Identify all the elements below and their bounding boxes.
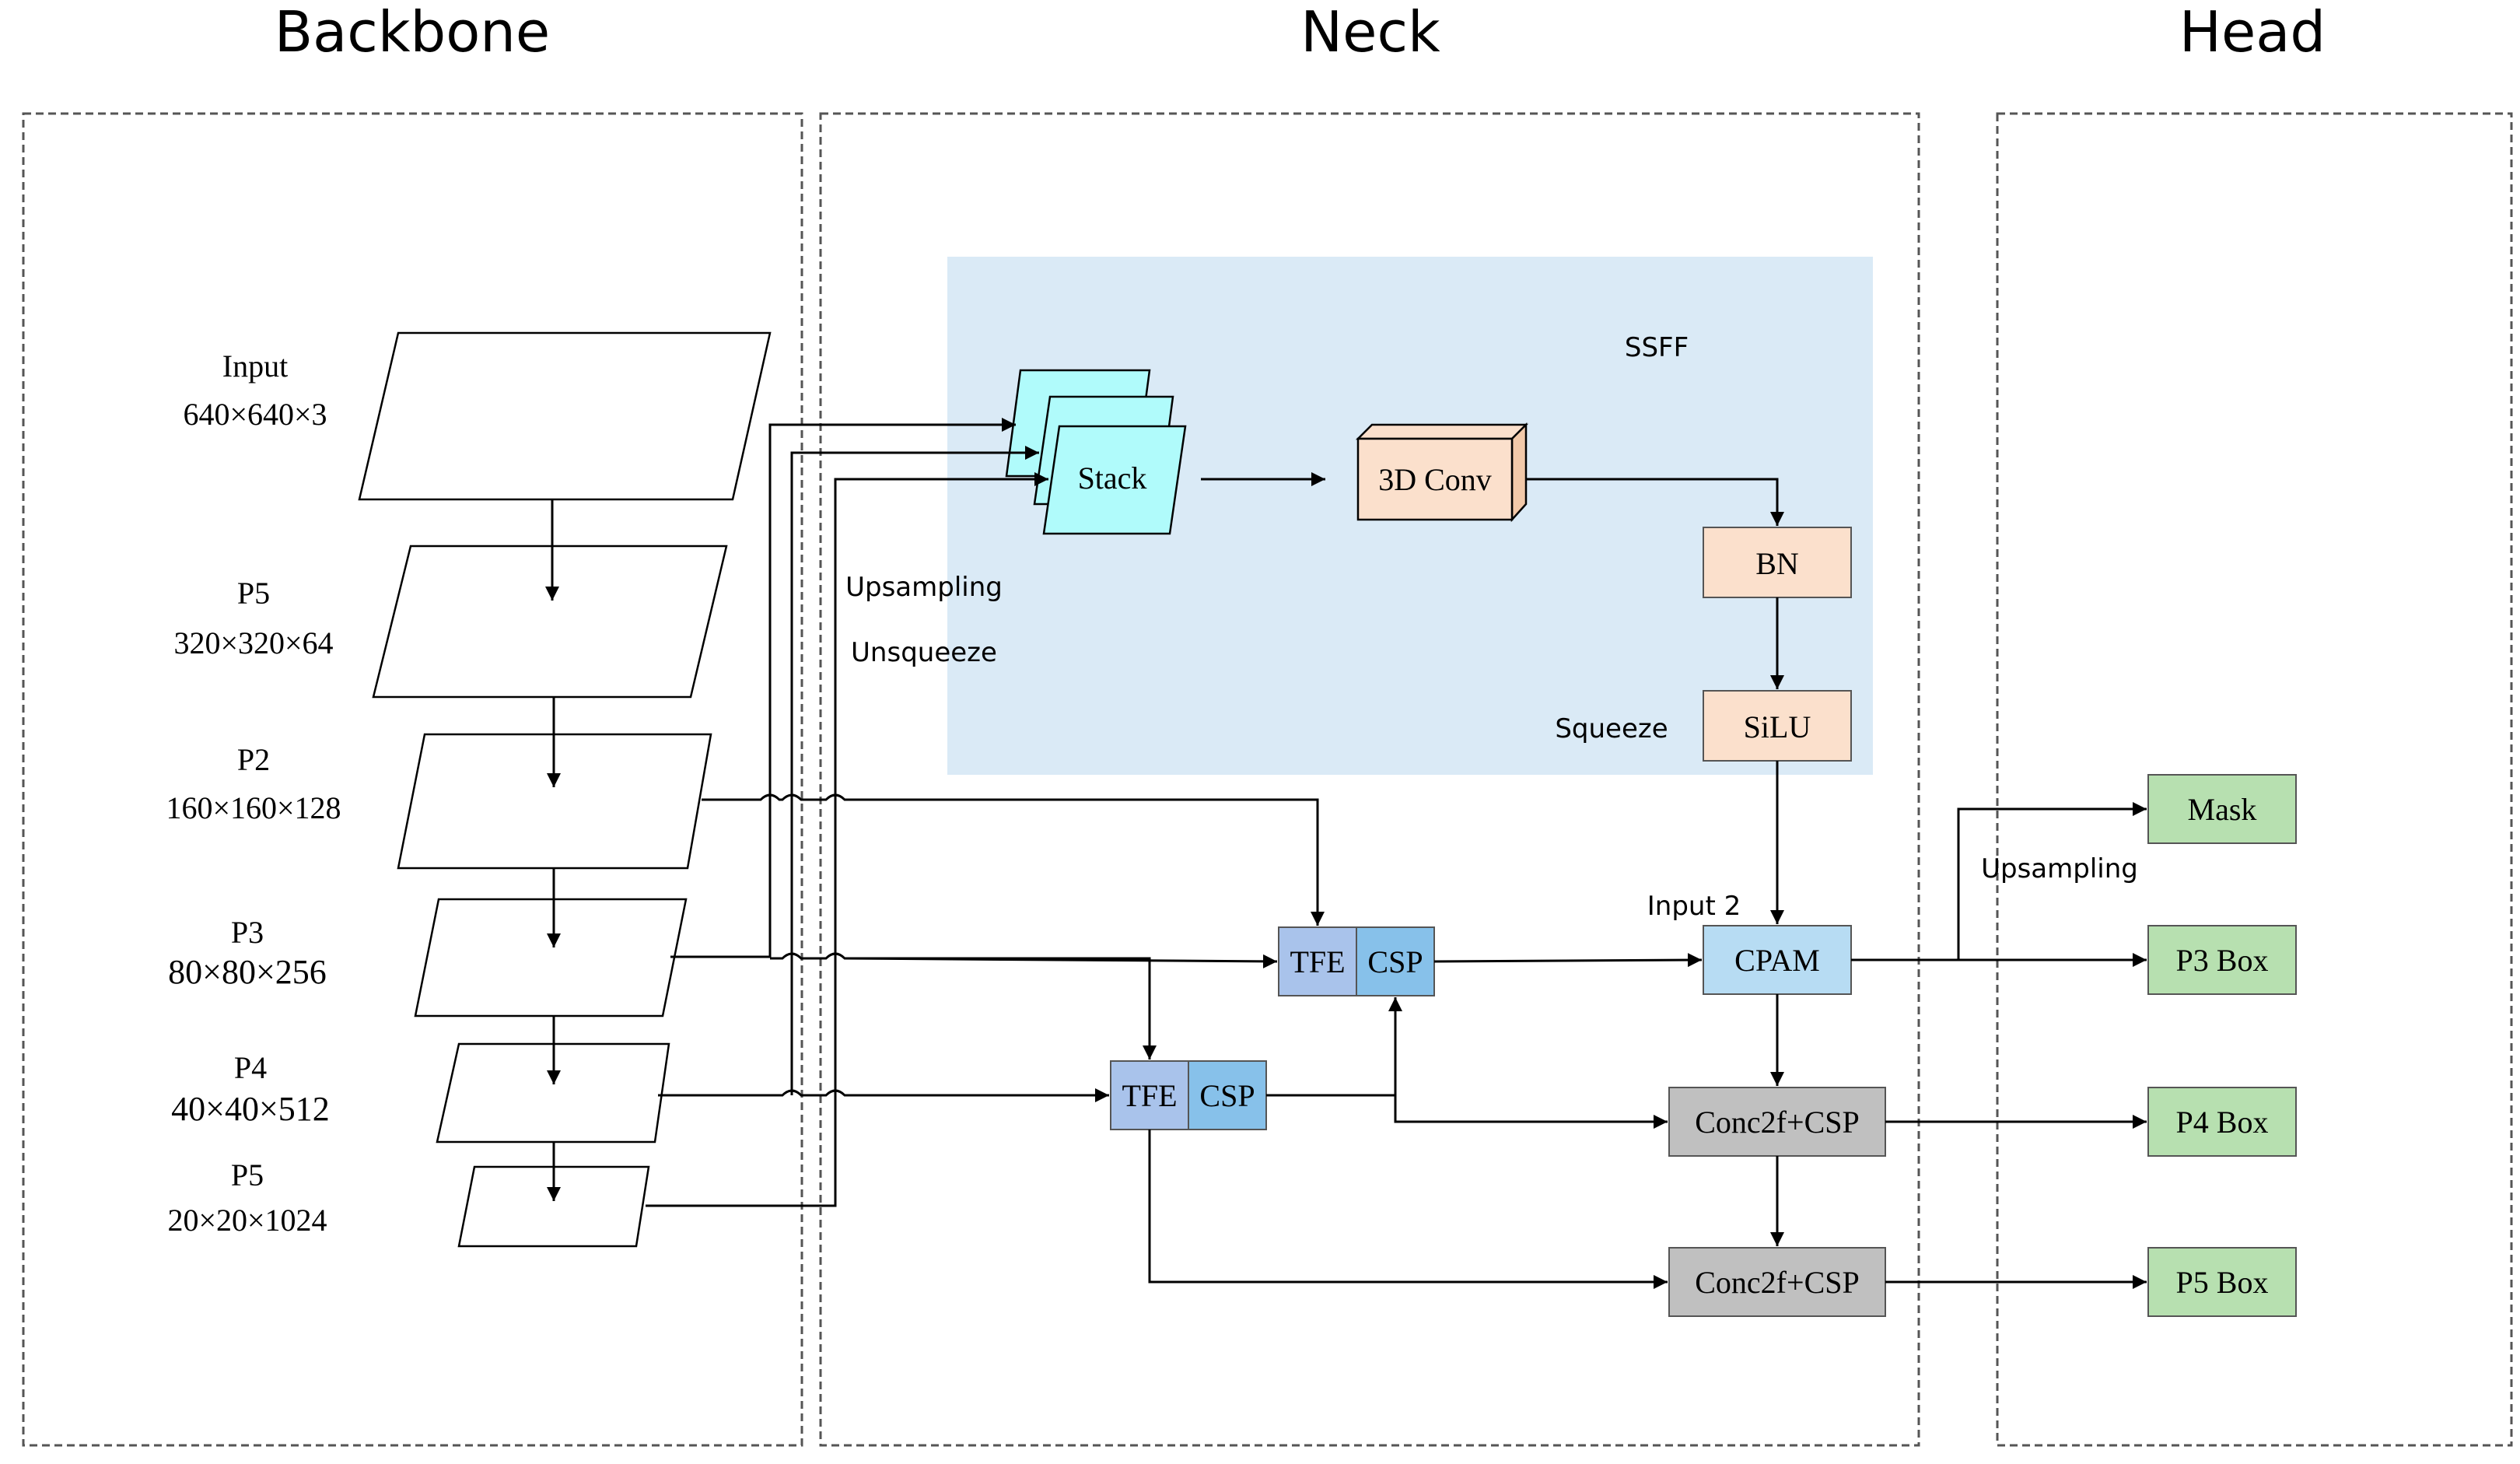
backbone-layer-p5-20	[457, 1165, 650, 1248]
p5-20-label: P5	[231, 1158, 264, 1193]
input2-label: Input 2	[1647, 891, 1741, 922]
upsampling-label-head: Upsampling	[1981, 853, 2138, 884]
bn-label: BN	[1755, 546, 1799, 581]
mask-label: Mask	[2188, 792, 2257, 827]
p3-box-block	[2147, 925, 2297, 995]
neck-frame	[819, 112, 1920, 1447]
p5-320-dims: 320×320×64	[173, 625, 333, 660]
csp-upper-label: CSP	[1367, 944, 1423, 979]
p3-label: P3	[231, 915, 264, 950]
p5-box-block	[2147, 1247, 2297, 1317]
tfe-csp-lower	[1110, 1060, 1267, 1130]
p5-320-label: P5	[237, 576, 270, 611]
wire-p3-to-tfe-lower	[845, 957, 1157, 1059]
stack-block	[1005, 369, 1187, 535]
wire-p4-to-stack	[790, 446, 1039, 1095]
section-title-neck: Neck	[1300, 0, 1440, 65]
p3-dims: 80×80×256	[168, 953, 327, 991]
conc2f-csp-upper-label: Conc2f+CSP	[1695, 1105, 1859, 1140]
p5-20-dims: 20×20×1024	[167, 1203, 327, 1238]
wire-p3-to-tfe-upper	[770, 952, 1278, 968]
tfe-upper-label: TFE	[1290, 944, 1345, 979]
wire-tfe-lower-to-conc-lower	[1148, 1130, 1668, 1289]
tfe-csp-upper	[1278, 926, 1435, 996]
wire-p5-to-stack	[646, 472, 1048, 1207]
cpam-label: CPAM	[1734, 943, 1820, 978]
input-label: Input	[222, 348, 288, 384]
conc2f-csp-lower-label: Conc2f+CSP	[1695, 1265, 1859, 1300]
p2-dims: 160×160×128	[166, 790, 341, 825]
backbone-layer-p4	[436, 1042, 670, 1144]
p4-box-label: P4 Box	[2176, 1105, 2269, 1140]
ssff-label: SSFF	[1625, 332, 1689, 363]
backbone-layer-input	[358, 331, 772, 501]
input-dims: 640×640×3	[183, 397, 327, 432]
p4-label: P4	[234, 1050, 267, 1085]
wire-cpam-to-mask	[1957, 802, 2147, 960]
conc2f-csp-upper	[1668, 1087, 1886, 1157]
cpam-block	[1703, 925, 1852, 995]
wire-p2-to-tfe-upper	[702, 793, 1325, 926]
head-frame	[1996, 112, 2513, 1447]
silu-block	[1703, 690, 1852, 762]
p4-box-block	[2147, 1087, 2297, 1157]
section-title-head: Head	[2179, 0, 2326, 65]
backbone-layer-p3	[414, 898, 688, 1017]
unsqueeze-label: Unsqueeze	[851, 637, 997, 668]
conv3d-block	[1355, 422, 1529, 523]
p5-box-label: P5 Box	[2176, 1265, 2269, 1300]
backbone-layer-p5-320	[372, 545, 728, 699]
p2-label: P2	[237, 742, 270, 777]
bn-block	[1703, 527, 1852, 598]
conv3d-label: 3D Conv	[1378, 462, 1492, 497]
backbone-layer-p2	[397, 733, 712, 870]
silu-label: SiLU	[1744, 709, 1811, 744]
csp-lower-label: CSP	[1199, 1078, 1255, 1113]
conc2f-csp-lower	[1668, 1247, 1886, 1317]
upsampling-label-neck: Upsampling	[845, 572, 1003, 603]
wire-p3-to-stack	[670, 418, 1016, 958]
wire-csp-lower-to-csp-upper	[1266, 997, 1402, 1097]
wire-csp-lower-to-conc-upper	[1394, 1095, 1668, 1129]
wire-csp-upper-to-cpam	[1433, 953, 1703, 968]
wire-p4-to-tfe-lower	[658, 1088, 1109, 1102]
section-title-backbone: Backbone	[275, 0, 550, 65]
wire-conv3d-to-bn	[1526, 478, 1784, 526]
tfe-lower-label: TFE	[1122, 1078, 1177, 1113]
squeeze-label: Squeeze	[1555, 713, 1668, 744]
backbone-frame	[22, 112, 803, 1447]
p4-dims: 40×40×512	[171, 1090, 330, 1128]
mask-block	[2147, 774, 2297, 844]
p3-box-label: P3 Box	[2176, 943, 2269, 978]
stack-label: Stack	[1078, 461, 1147, 496]
